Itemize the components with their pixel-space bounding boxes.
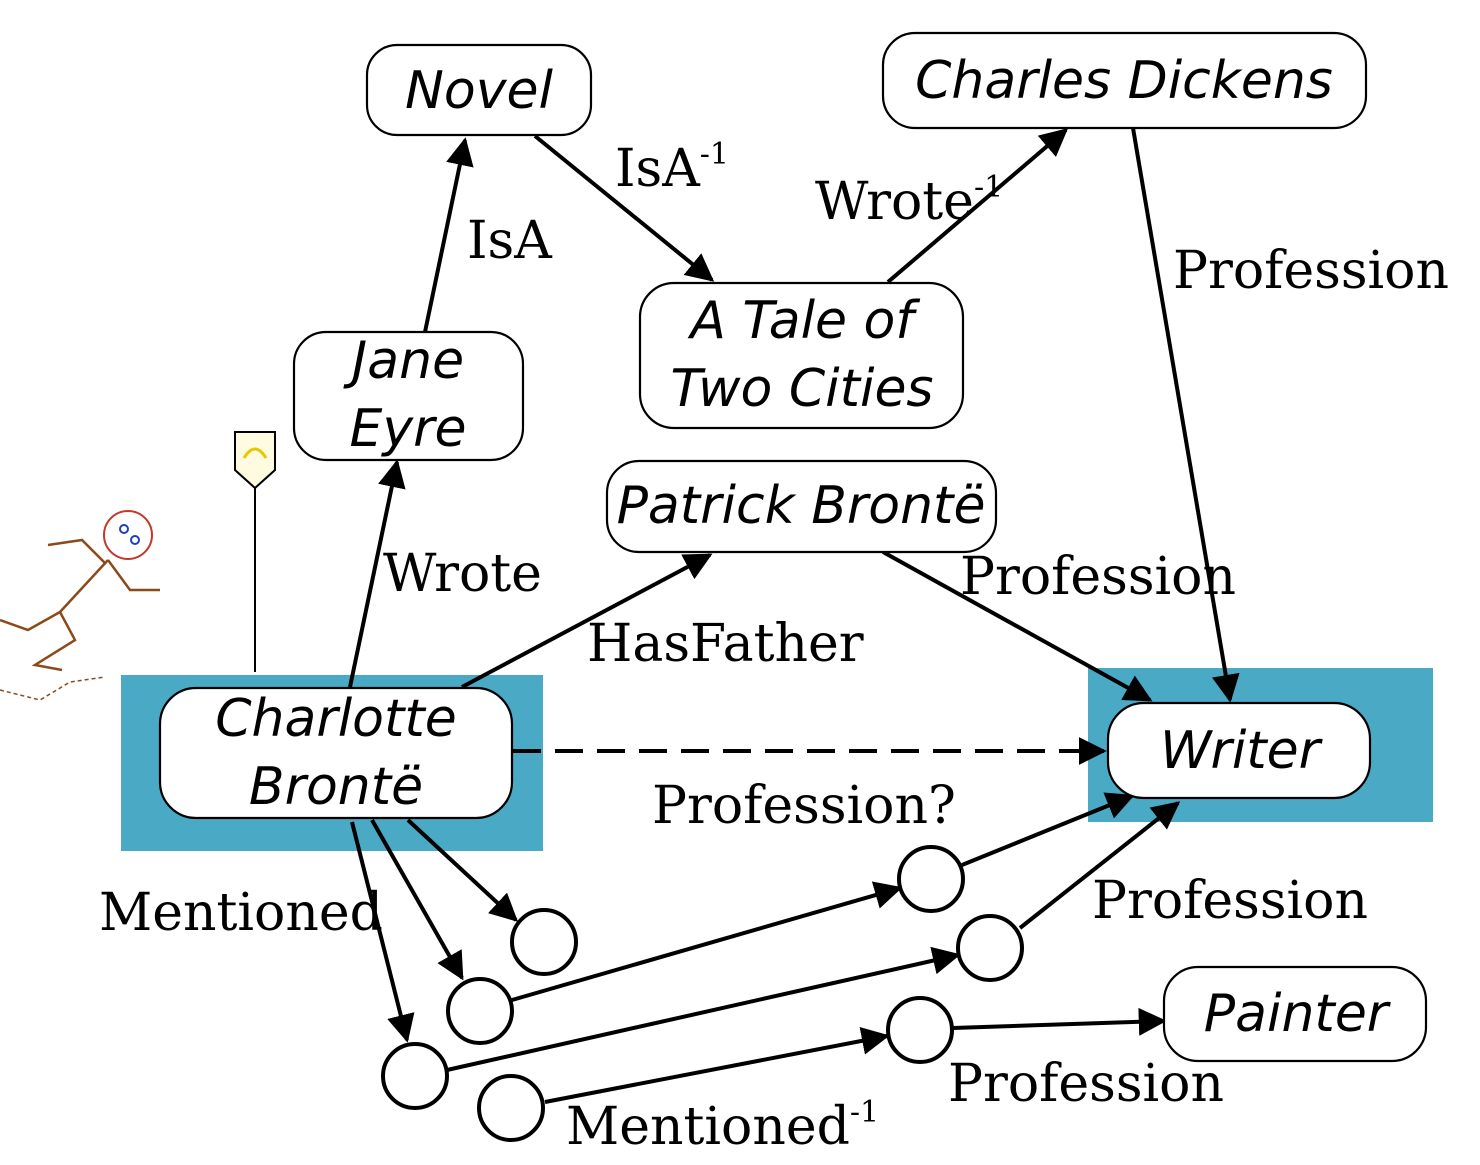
edge-novel-to-tale <box>533 134 715 282</box>
node-patrick-bronte-label: Patrick Brontë <box>617 476 986 536</box>
node-tale-of-two-cities: A Tale of Two Cities <box>638 281 965 430</box>
node-charles-dickens-label: Charles Dickens <box>915 51 1333 111</box>
node-jane-eyre: Jane Eyre <box>292 330 525 462</box>
edge-tale-to-dickens <box>886 128 1069 284</box>
edge-c2-to-c5 <box>511 881 903 1002</box>
label-isa-inverse: IsA-1 <box>615 137 729 199</box>
entity-circle <box>897 845 965 913</box>
label-mentioned-inverse: Mentioned-1 <box>566 1095 879 1157</box>
node-charlotte-label-line1: Charlotte <box>215 689 457 749</box>
node-painter-label: Painter <box>1204 984 1392 1044</box>
edge-charlotte-to-patrick <box>461 553 713 689</box>
label-profession-painter: Profession <box>948 1054 1224 1114</box>
label-mentioned: Mentioned <box>99 883 383 943</box>
edge-charlotte-to-c3 <box>350 821 415 1043</box>
edge-c3-to-c6 <box>446 946 961 1072</box>
label-profession-query: Profession? <box>652 776 956 836</box>
node-tale-label-line1: A Tale of <box>687 291 920 351</box>
label-profession-mid: Profession <box>1092 871 1368 931</box>
node-writer-label: Writer <box>1160 721 1324 781</box>
entity-circle <box>446 977 514 1045</box>
edge-janeeyre-to-novel <box>423 137 474 333</box>
node-charlotte-label-line2: Brontë <box>249 757 423 817</box>
stick-figure-icon <box>0 510 160 701</box>
node-painter: Painter <box>1162 965 1428 1063</box>
label-has-father: HasFather <box>587 614 864 674</box>
entity-circle <box>510 908 578 976</box>
edge-charlotte-to-c1 <box>406 818 519 922</box>
node-tale-label-line2: Two Cities <box>670 359 933 419</box>
flag-pole-icon <box>234 431 276 672</box>
label-profession-dickens: Profession <box>1173 241 1449 301</box>
node-novel: Novel <box>365 43 593 137</box>
entity-circle <box>381 1042 449 1110</box>
node-jane-eyre-label-line2: Eyre <box>350 399 467 459</box>
label-profession-patrick: Profession <box>960 547 1236 607</box>
label-isa: IsA <box>467 211 553 271</box>
entity-circle <box>956 914 1024 982</box>
edge-c5-to-writer <box>961 792 1135 867</box>
node-novel-label: Novel <box>405 61 553 121</box>
edge-dickens-to-writer <box>1131 127 1240 703</box>
edge-charlotte-to-c2 <box>370 819 464 981</box>
edge-c4-to-c7 <box>544 1027 890 1104</box>
node-writer: Writer <box>1106 701 1372 800</box>
node-patrick-bronte: Patrick Brontë <box>605 459 998 554</box>
node-charlotte-bronte: Charlotte Brontë <box>158 686 514 820</box>
entity-circle <box>886 996 954 1064</box>
edge-charlotte-to-janeeyre <box>348 459 406 688</box>
node-jane-eyre-label-line1: Jane <box>343 331 464 391</box>
edge-c6-to-writer <box>1018 801 1181 930</box>
node-charles-dickens: Charles Dickens <box>881 31 1368 130</box>
edge-c7-to-painter <box>952 1007 1167 1036</box>
edge-patrick-to-writer <box>882 550 1153 702</box>
label-wrote: Wrote <box>383 544 542 604</box>
entity-circle <box>477 1074 545 1142</box>
label-wrote-inverse: Wrote-1 <box>815 170 1003 232</box>
